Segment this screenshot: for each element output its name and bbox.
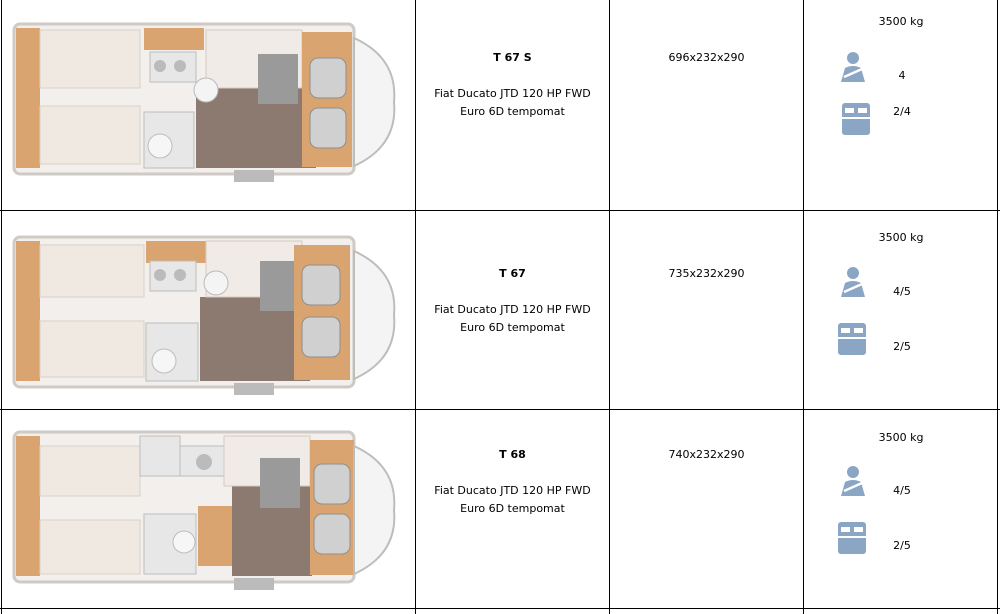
specs-cell: 3500 kg 4/5 2/5 bbox=[804, 211, 997, 409]
engine-line: Fiat Ducato JTD 120 HP FWD bbox=[434, 87, 591, 100]
floorplan-cell bbox=[2, 410, 415, 608]
dimensions-value: 740x232x290 bbox=[668, 448, 745, 461]
seatbelt-seat-icon bbox=[841, 52, 865, 82]
engine-line: Euro 6D tempomat bbox=[460, 321, 565, 334]
seats-value: 4/5 bbox=[893, 285, 911, 298]
model-cell: T 68 Fiat Ducato JTD 120 HP FWD Euro 6D … bbox=[416, 410, 609, 608]
row-divider bbox=[0, 409, 1000, 410]
seats-value: 4/5 bbox=[893, 484, 911, 497]
weight-value: 3500 kg bbox=[878, 15, 924, 28]
column-divider bbox=[803, 0, 804, 614]
seats-value: 4 bbox=[898, 69, 906, 82]
weight-value: 3500 kg bbox=[878, 231, 924, 244]
berths-value: 2/5 bbox=[893, 340, 911, 353]
floorplan-image bbox=[12, 22, 396, 182]
model-name: T 67 bbox=[499, 267, 526, 280]
berths-value: 2/4 bbox=[893, 105, 911, 118]
model-name: T 68 bbox=[499, 448, 526, 461]
row-divider bbox=[0, 210, 1000, 211]
berths-value: 2/5 bbox=[893, 539, 911, 552]
engine-line: Euro 6D tempomat bbox=[460, 105, 565, 118]
engine-line: Fiat Ducato JTD 120 HP FWD bbox=[434, 303, 591, 316]
table-row: T 67 Fiat Ducato JTD 120 HP FWD Euro 6D … bbox=[0, 211, 1000, 409]
bed-icon bbox=[838, 522, 866, 554]
bed-icon bbox=[842, 103, 870, 135]
specs-cell: 3500 kg 4/5 2/5 bbox=[804, 410, 997, 608]
dimensions-cell: 696x232x290 bbox=[610, 0, 803, 210]
dimensions-value: 735x232x290 bbox=[668, 267, 745, 280]
weight-value: 3500 kg bbox=[878, 431, 924, 444]
dimensions-value: 696x232x290 bbox=[668, 51, 745, 64]
table-border-right bbox=[997, 0, 998, 614]
dimensions-cell: 735x232x290 bbox=[610, 211, 803, 409]
dimensions-cell: 740x232x290 bbox=[610, 410, 803, 608]
row-divider bbox=[0, 608, 1000, 609]
table-row: T 68 Fiat Ducato JTD 120 HP FWD Euro 6D … bbox=[0, 410, 1000, 608]
specs-cell: 3500 kg 4 2/4 bbox=[804, 0, 997, 210]
seatbelt-seat-icon bbox=[841, 466, 865, 496]
table-border-left bbox=[1, 0, 2, 614]
model-cell: T 67 Fiat Ducato JTD 120 HP FWD Euro 6D … bbox=[416, 211, 609, 409]
model-name: T 67 S bbox=[493, 51, 532, 64]
engine-line: Fiat Ducato JTD 120 HP FWD bbox=[434, 484, 591, 497]
column-divider bbox=[415, 0, 416, 614]
engine-line: Euro 6D tempomat bbox=[460, 502, 565, 515]
model-cell: T 67 S Fiat Ducato JTD 120 HP FWD Euro 6… bbox=[416, 0, 609, 210]
floorplan-cell bbox=[2, 211, 415, 409]
bed-icon bbox=[838, 323, 866, 355]
floorplan-cell bbox=[2, 0, 415, 210]
floorplan-image bbox=[12, 430, 396, 590]
floorplan-image bbox=[12, 235, 396, 395]
column-divider bbox=[609, 0, 610, 614]
seatbelt-seat-icon bbox=[841, 267, 865, 297]
table-row: T 67 S Fiat Ducato JTD 120 HP FWD Euro 6… bbox=[0, 0, 1000, 210]
